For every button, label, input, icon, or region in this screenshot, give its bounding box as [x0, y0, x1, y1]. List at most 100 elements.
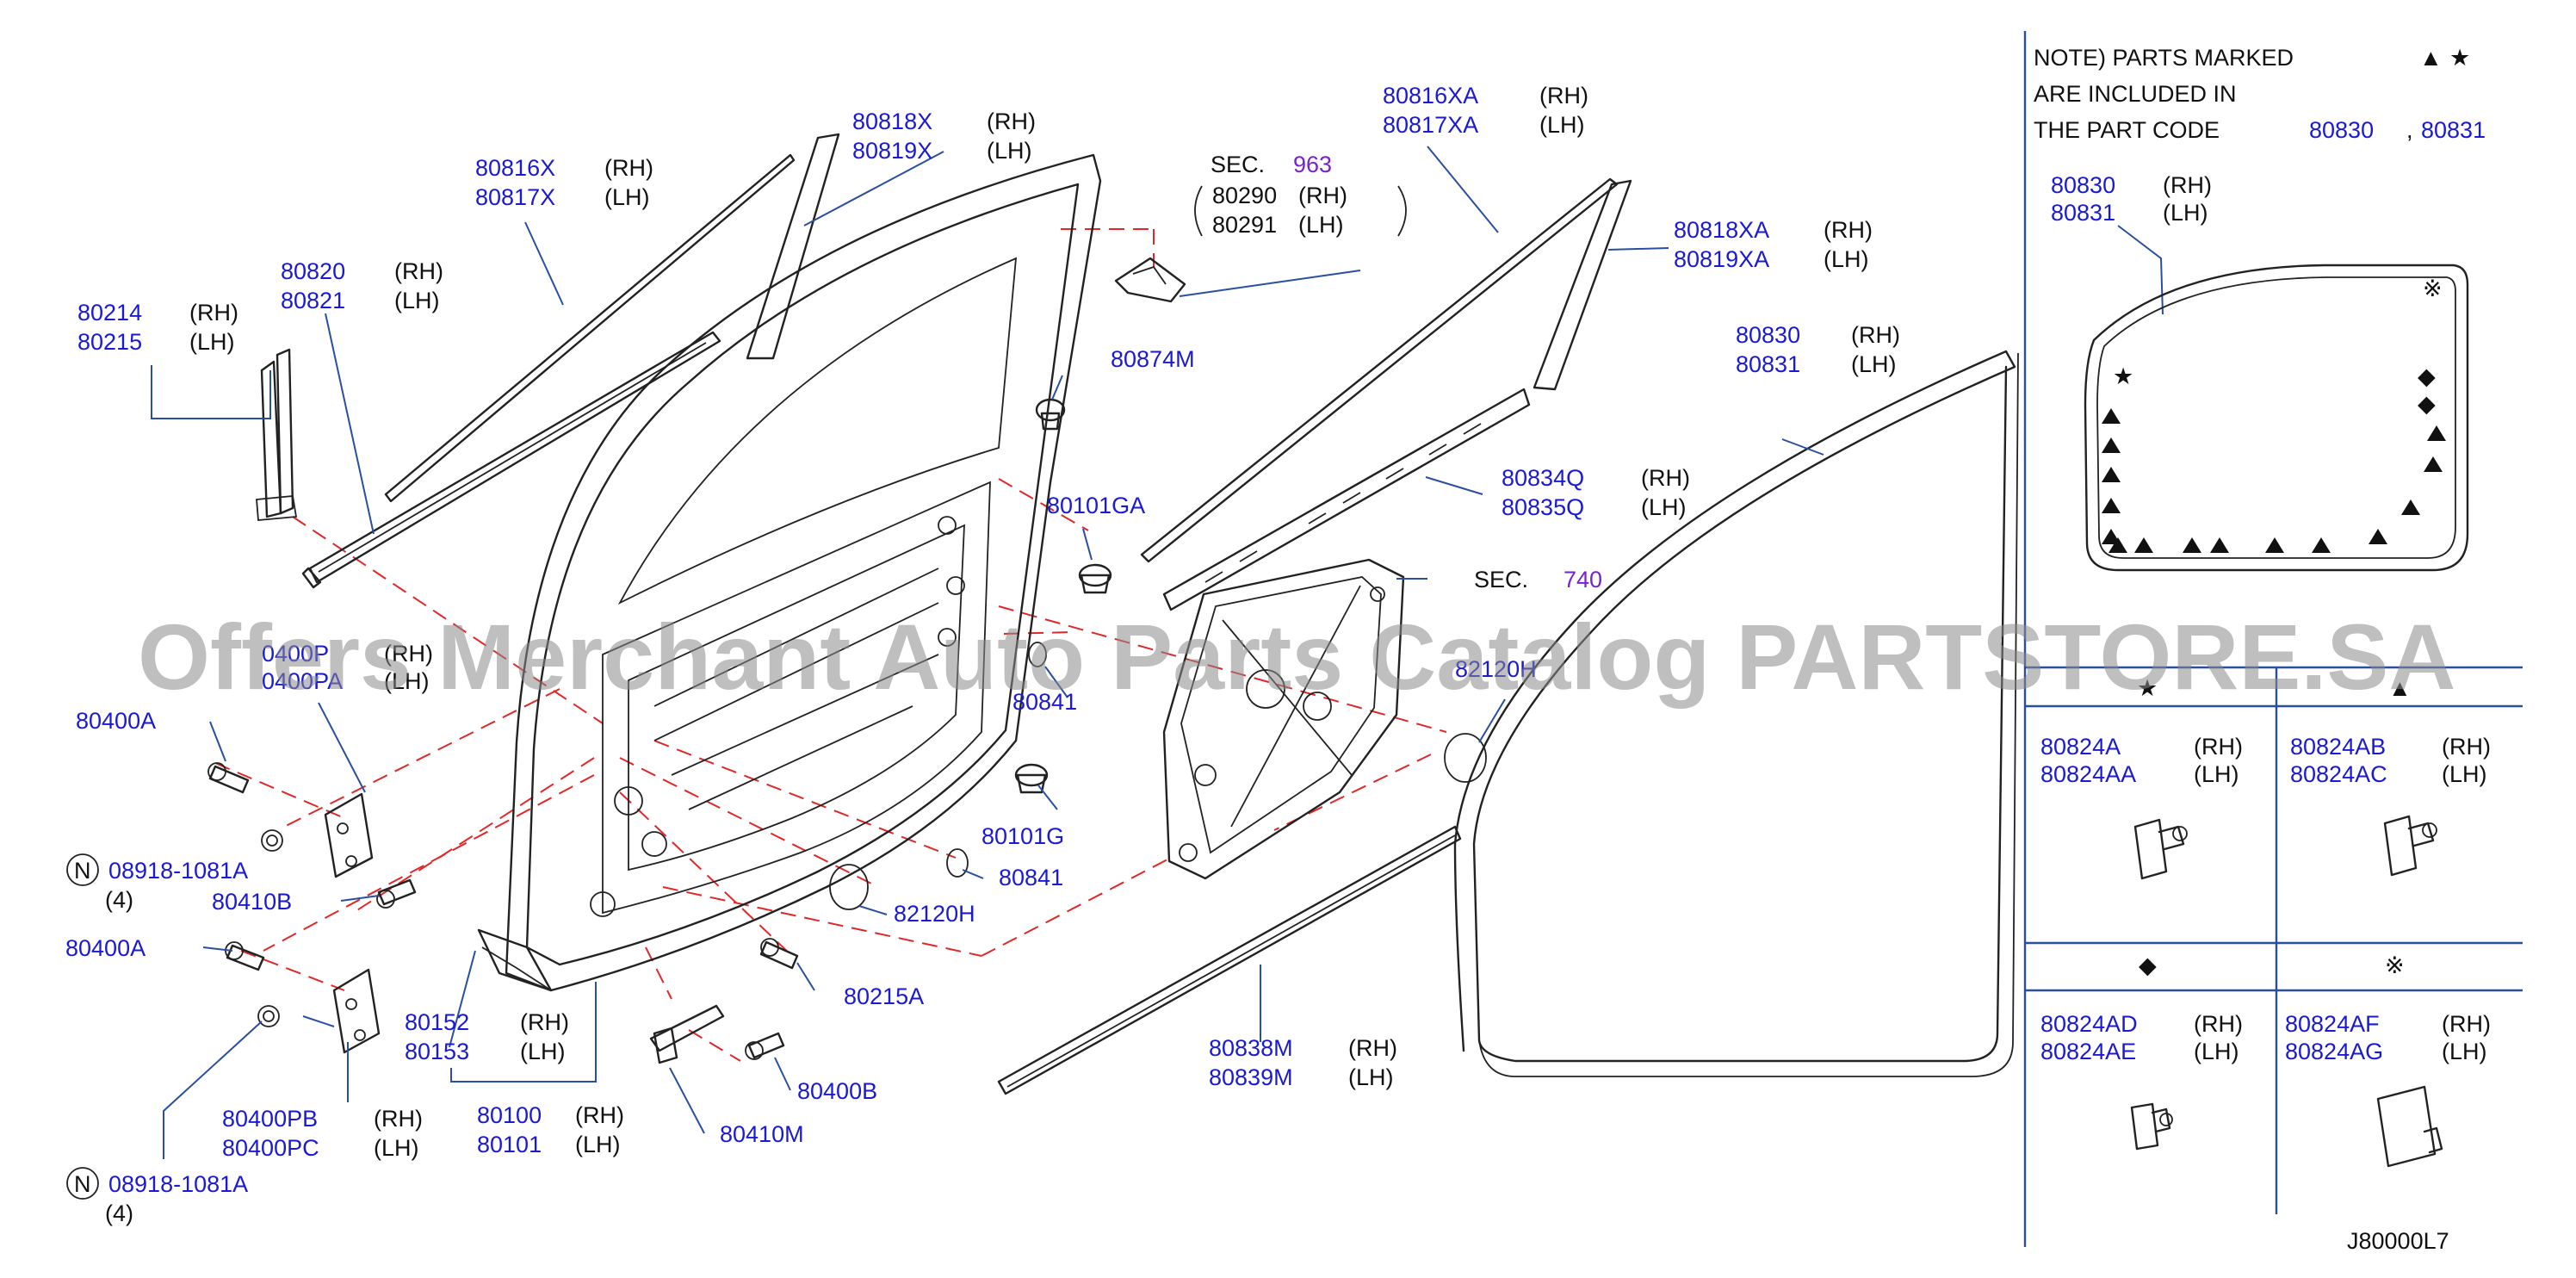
label-80400PB: 80400PB [222, 1106, 318, 1132]
svg-text:80831: 80831 [2051, 200, 2115, 226]
check-link-80410M [649, 1004, 725, 1064]
seal-legend-triangles [2102, 408, 2446, 553]
label-08918-1081A-lower: 08918-1081A [108, 1171, 248, 1197]
svg-text:(RH): (RH) [520, 1009, 569, 1035]
svg-text:80824AC: 80824AC [2290, 761, 2387, 787]
leader-lines [151, 146, 1824, 1159]
note-line1: NOTE) PARTS MARKED [2034, 45, 2294, 71]
diamond-icon: ◆ [2418, 391, 2436, 417]
legend-cell-diamond: ◆ 80824AD (RH) 80824AE (LH) [2040, 952, 2243, 1151]
note-line3: THE PART CODE [2034, 117, 2220, 143]
svg-text:(RH): (RH) [1824, 217, 1873, 243]
hinge-upper-80400P [324, 792, 374, 878]
clip-80824AF-icon [2376, 1085, 2443, 1168]
note-code-80830: 80830 [2309, 117, 2374, 143]
label-80838M: 80838M [1209, 1035, 1293, 1061]
svg-text:(RH): (RH) [1539, 83, 1588, 109]
label-80100: 80100 [477, 1102, 542, 1128]
diamond-icon: ◆ [2139, 952, 2157, 978]
label-80816X: 80816X [475, 155, 555, 181]
label-80819XA: 80819XA [1674, 246, 1769, 272]
svg-text:(LH): (LH) [189, 329, 235, 355]
svg-text:80824AE: 80824AE [2040, 1039, 2136, 1064]
svg-text:(LH): (LH) [374, 1135, 419, 1161]
svg-text:(LH): (LH) [1641, 494, 1687, 520]
svg-text:(RH): (RH) [189, 300, 238, 326]
label-80400B: 80400B [797, 1078, 877, 1104]
svg-text:(LH): (LH) [2442, 761, 2487, 787]
svg-text:(RH): (RH) [1851, 322, 1900, 348]
legend-panel-grid [2023, 31, 2523, 1247]
label-80214: 80214 [77, 300, 142, 326]
label-80101: 80101 [477, 1132, 542, 1157]
svg-text:(LH): (LH) [1851, 351, 1897, 377]
legend-cell-cross: ※ 80824AF (RH) 80824AG (LH) [2285, 952, 2491, 1168]
svg-text:(RH): (RH) [1298, 183, 1347, 208]
watermark-text: Offers Merchant Auto Parts Catalog PARTS… [138, 605, 2455, 709]
label-82120H: 82120H [894, 901, 975, 927]
svg-text:(RH): (RH) [1348, 1035, 1397, 1061]
label-80839M: 80839M [1209, 1064, 1293, 1090]
triangle-icon: ▲ [2388, 675, 2412, 701]
note-line2: ARE INCLUDED IN [2034, 81, 2237, 107]
label-80818X: 80818X [852, 109, 932, 134]
svg-text:(LH): (LH) [1539, 112, 1585, 138]
svg-text:(RH): (RH) [374, 1106, 423, 1132]
clip-80824AB-icon [2383, 815, 2437, 877]
part-labels: 80816X (RH) 80817X (LH) 80818X (RH) 8081… [65, 83, 1900, 1226]
diagram-code: J80000L7 [2347, 1228, 2449, 1254]
svg-text:SEC.: SEC. [1474, 567, 1528, 592]
label-80817X: 80817X [475, 184, 555, 210]
seal-80834Q [1162, 388, 1531, 611]
clips-and-plugs [829, 398, 1487, 910]
svg-text:(RH): (RH) [1641, 465, 1690, 491]
star-icon: ★ [2449, 45, 2470, 71]
svg-text:80830: 80830 [2051, 172, 2115, 198]
svg-text:(4): (4) [105, 887, 133, 913]
label-80400A-upper: 80400A [76, 708, 156, 734]
label-80834Q: 80834Q [1502, 465, 1584, 491]
weatherstrip-80820 [301, 331, 721, 589]
svg-text:(LH): (LH) [394, 288, 440, 313]
svg-text:(RH): (RH) [604, 155, 653, 181]
window-regulator [1162, 558, 1405, 880]
note-block: NOTE) PARTS MARKED ▲ ★ ARE INCLUDED IN T… [2034, 45, 2486, 143]
svg-text:(4): (4) [105, 1200, 133, 1226]
triangle-icon: ▲ [2419, 45, 2443, 71]
label-80400A-lower: 80400A [65, 935, 146, 961]
svg-text:(RH): (RH) [575, 1102, 624, 1128]
label-80400P: 0400P [262, 641, 329, 667]
label-82120H-right: 82120H [1455, 656, 1537, 682]
diamond-icon: ◆ [2418, 363, 2436, 389]
cross-mark-icon: ※ [2385, 952, 2405, 978]
label-sec-963: 963 [1293, 152, 1332, 177]
legend-cell-triangle: ▲ 80824AB (RH) 80824AC (LH) [2290, 675, 2491, 877]
note-separator: , [2406, 117, 2413, 143]
label-80400PC: 80400PC [222, 1135, 319, 1161]
svg-text:80291: 80291 [1212, 212, 1277, 238]
svg-text:(RH): (RH) [2194, 734, 2243, 760]
seal-legend-outline: 80830 (RH) 80831 (LH) ★ ※ ◆ ◆ [2051, 172, 2469, 572]
label-80874M: 80874M [1111, 346, 1195, 372]
note-code-80831: 80831 [2421, 117, 2486, 143]
label-08918-1081A-upper: 08918-1081A [108, 858, 248, 884]
label-80410B: 80410B [212, 889, 292, 915]
label-80841-upper: 80841 [1012, 689, 1077, 715]
star-icon: ★ [2137, 675, 2158, 701]
svg-text:80824AF: 80824AF [2285, 1011, 2380, 1037]
svg-text:(LH): (LH) [2194, 1039, 2239, 1064]
svg-text:(LH): (LH) [604, 184, 650, 210]
cross-mark-icon: ※ [2423, 276, 2443, 301]
svg-text:(LH): (LH) [1348, 1064, 1394, 1090]
label-80821: 80821 [281, 288, 345, 313]
label-80819X: 80819X [852, 138, 932, 164]
svg-text:(LH): (LH) [987, 138, 1032, 164]
label-80400PA: 0400PA [262, 668, 343, 694]
svg-text:(LH): (LH) [2442, 1039, 2487, 1064]
window-channel-80214 [256, 348, 298, 521]
label-80153: 80153 [405, 1039, 469, 1064]
svg-text:80824AG: 80824AG [2285, 1039, 2383, 1064]
svg-text:(LH): (LH) [1824, 246, 1869, 272]
star-icon: ★ [2113, 363, 2133, 389]
